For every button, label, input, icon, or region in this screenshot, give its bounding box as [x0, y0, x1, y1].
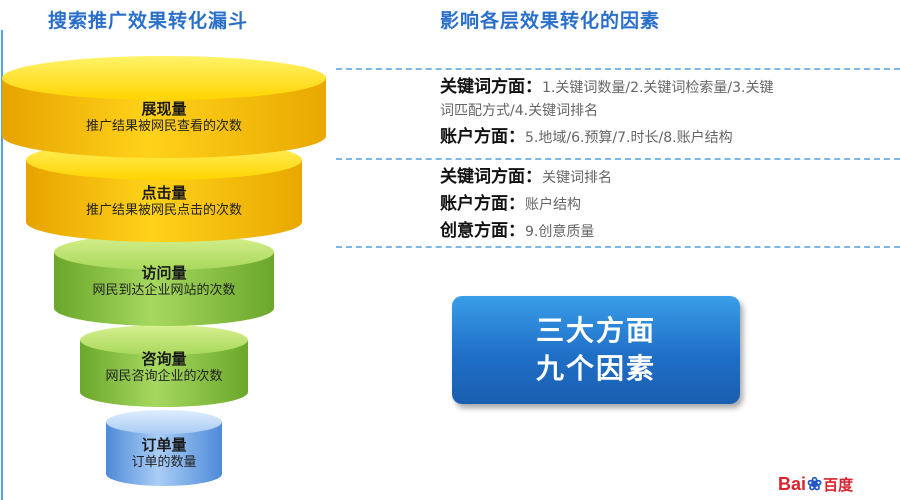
stage-name: 访问量: [141, 264, 187, 282]
stage-label-inquiries: 咨询量 网民咨询企业的次数: [105, 350, 222, 386]
factor-detail: 9.创意质量: [525, 224, 595, 240]
factor-detail: 词匹配方式/4.关键词排名: [440, 103, 599, 119]
factor-line: 词匹配方式/4.关键词排名: [440, 97, 880, 124]
factor-head: 关键词方面：: [440, 167, 542, 187]
divider-line: [336, 246, 900, 248]
paw-icon: ❀: [807, 473, 823, 494]
stage-desc: 推广结果被网民查看的次数: [85, 119, 243, 134]
factor-head: 账户方面：: [440, 194, 525, 214]
factor-detail: 1.关键词数量/2.关键词检索量/3.关键: [542, 80, 774, 96]
baidu-logo: Bai ❀ 百度: [778, 470, 900, 498]
stage-name: 咨询量: [141, 350, 187, 368]
factor-detail: 5.地域/6.预算/7.时长/8.账户结构: [525, 130, 733, 146]
stage-label-clicks: 点击量 推广结果被网民点击的次数: [86, 184, 242, 220]
factor-head: 创意方面：: [440, 221, 525, 241]
stage-desc: 网民咨询企业的次数: [105, 369, 223, 384]
logo-cn: 百度: [823, 476, 854, 494]
factor-line: 关键词方面：1.关键词数量/2.关键词检索量/3.关键: [440, 74, 880, 101]
funnel-stage-impressions: [2, 56, 326, 158]
stage-desc: 网民到达企业网站的次数: [92, 283, 236, 298]
factors-title: 影响各层效果转化的因素: [440, 10, 661, 32]
divider-line: [336, 68, 900, 70]
stage-label-impressions: 展现量 推广结果被网民查看的次数: [86, 100, 242, 136]
conversion-funnel: [2, 56, 326, 486]
stage-label-orders: 订单量 订单的数量: [131, 436, 196, 472]
factor-line: 关键词方面：关键词排名: [440, 164, 880, 191]
factor-detail: 账户结构: [525, 197, 581, 213]
stage-name: 展现量: [141, 100, 187, 118]
logo-bai: Bai: [778, 473, 807, 494]
funnel-stage-inquiries: [80, 325, 248, 407]
divider-line: [336, 158, 900, 160]
stage-desc: 订单的数量: [131, 455, 197, 470]
factor-line: 账户方面：5.地域/6.预算/7.时长/8.账户结构: [440, 124, 880, 151]
factors-group-upper: 关键词方面：1.关键词数量/2.关键词检索量/3.关键 词匹配方式/4.关键词排…: [440, 74, 880, 151]
factor-detail: 关键词排名: [542, 170, 612, 186]
factor-head: 账户方面：: [440, 127, 525, 147]
factor-line: 账户方面：账户结构: [440, 191, 880, 218]
stage-name: 订单量: [141, 436, 187, 454]
factor-line: 创意方面：9.创意质量: [440, 218, 880, 245]
funnel-stage-visits: [54, 234, 274, 326]
funnel-title: 搜索推广效果转化漏斗: [48, 10, 249, 32]
stage-label-visits: 访问量 网民到达企业网站的次数: [92, 264, 235, 300]
summary-line-1: 三大方面: [535, 314, 656, 347]
left-edge-line: [1, 30, 3, 500]
funnel-stage-orders: [106, 410, 222, 486]
stage-name: 点击量: [141, 184, 187, 202]
factors-group-lower: 关键词方面：关键词排名 账户方面：账户结构 创意方面：9.创意质量: [440, 164, 880, 245]
summary-line-2: 九个因素: [535, 352, 656, 385]
summary-box: 三大方面 九个因素: [452, 296, 740, 404]
stage-desc: 推广结果被网民点击的次数: [85, 203, 243, 218]
factor-head: 关键词方面：: [440, 77, 542, 97]
